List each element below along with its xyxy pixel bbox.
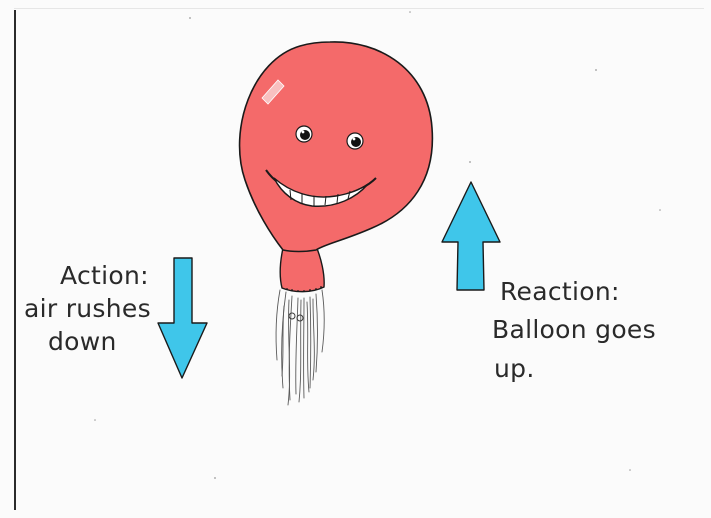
down-arrow-icon — [158, 258, 207, 378]
action-label: Action: — [60, 261, 149, 290]
balloon-nozzle — [280, 246, 324, 292]
air-exhaust-streaks — [276, 290, 324, 405]
balloon-body — [240, 42, 433, 252]
action-description-line1: air rushes — [24, 294, 151, 323]
up-arrow-icon — [442, 182, 500, 290]
reaction-label: Reaction: — [500, 277, 620, 306]
reaction-description-line1: Balloon goes — [492, 315, 656, 344]
action-description-line2: down — [48, 327, 117, 356]
reaction-description-line2: up. — [494, 354, 535, 383]
